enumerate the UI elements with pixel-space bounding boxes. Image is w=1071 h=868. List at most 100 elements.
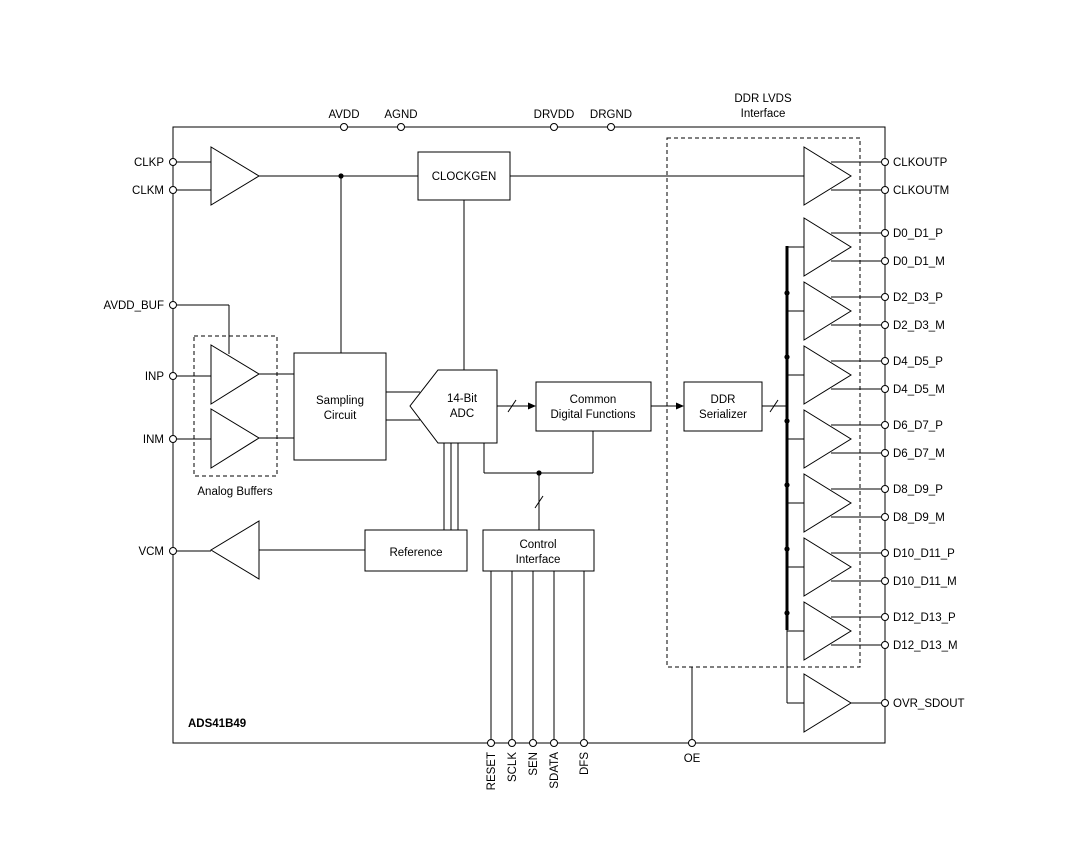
sampling-label-2: Circuit	[324, 410, 357, 422]
pin-label-oe: OE	[684, 753, 701, 765]
chip-outline	[172, 126, 886, 744]
pin-label-right: D4_D5_M	[893, 384, 945, 396]
pin-right	[881, 321, 889, 329]
pin-sclk	[508, 739, 516, 747]
sampling-label-1: Sampling	[316, 395, 364, 407]
control-interface-block	[482, 529, 595, 572]
pin-right	[881, 293, 889, 301]
vcm-buffer	[210, 520, 260, 580]
pin-right	[881, 229, 889, 237]
pin-sdata	[550, 739, 558, 747]
pin-clkp	[169, 158, 177, 166]
arrow-head	[528, 402, 536, 410]
pin-right	[881, 257, 889, 265]
pin-oe	[688, 739, 696, 747]
pin-label-sen: SEN	[528, 752, 540, 776]
reference-block	[364, 529, 468, 572]
pin-label-sclk: SCLK	[507, 752, 519, 782]
pin-label-drvdd: DRVDD	[534, 109, 575, 121]
pin-label-right: D8_D9_M	[893, 512, 945, 524]
bottom-pins: RESET SCLK SEN SDATA DFS OE	[486, 739, 701, 790]
lvds-label-1: DDR LVDS	[734, 93, 792, 105]
pin-vcm	[169, 547, 177, 555]
lvds-output-buffer	[803, 281, 852, 341]
pin-dfs	[580, 739, 588, 747]
common-digital-block	[535, 381, 652, 432]
pin-label-agnd: AGND	[384, 109, 417, 121]
common-label-2: Digital Functions	[550, 409, 635, 421]
pin-right	[881, 449, 889, 457]
pin-right	[881, 357, 889, 365]
pin-right	[881, 641, 889, 649]
pin-label-right: OVR_SDOUT	[893, 698, 965, 710]
lvds-label-2: Interface	[741, 108, 786, 120]
pin-right	[881, 385, 889, 393]
pin-label-vcm: VCM	[138, 546, 164, 558]
lvds-region	[666, 137, 861, 668]
pin-label-right: D8_D9_P	[893, 484, 943, 496]
ovr-output-buffer	[803, 673, 852, 733]
input-buffer-inp	[210, 344, 260, 405]
pin-label-inm: INM	[143, 434, 164, 446]
adc-block	[409, 369, 498, 444]
pin-label-right: D4_D5_P	[893, 356, 943, 368]
pin-right	[881, 513, 889, 521]
pin-label-right: CLKOUTP	[893, 157, 948, 169]
adc-label-2: ADC	[450, 408, 474, 420]
pin-label-dfs: DFS	[579, 752, 591, 775]
common-label-1: Common	[570, 394, 617, 406]
reference-label: Reference	[389, 547, 442, 559]
pin-right	[881, 421, 889, 429]
ddr-label-1: DDR	[711, 394, 736, 406]
ddr-serializer-block	[683, 381, 763, 432]
clock-input-buffer	[210, 146, 260, 206]
pin-right	[881, 699, 889, 707]
pin-label-right: D2_D3_P	[893, 292, 943, 304]
chip-name: ADS41B49	[188, 718, 246, 730]
control-label-1: Control	[519, 539, 556, 551]
pin-label-avdd-buf: AVDD_BUF	[104, 300, 165, 312]
sampling-circuit-block	[293, 352, 387, 461]
adc-label-1: 14-Bit	[447, 393, 478, 405]
analog-buffers-region	[193, 335, 278, 477]
pin-label-clkp: CLKP	[134, 157, 164, 169]
pin-label-inp: INP	[145, 371, 165, 383]
lvds-output-buffers	[784, 217, 881, 733]
pin-drgnd	[607, 123, 615, 131]
pin-right	[881, 485, 889, 493]
pin-clkm	[169, 186, 177, 194]
lvds-output-buffer	[803, 345, 852, 405]
pin-label-right: D12_D13_M	[893, 640, 958, 652]
pin-drvdd	[550, 123, 558, 131]
clockgen-block	[417, 151, 511, 201]
pin-label-right: D0_D1_M	[893, 256, 945, 268]
pin-avdd	[340, 123, 348, 131]
ddr-label-2: Serializer	[699, 409, 747, 421]
pin-inp	[169, 372, 177, 380]
junction-dot	[784, 482, 790, 488]
control-label-2: Interface	[516, 554, 561, 566]
pin-label-right: D6_D7_P	[893, 420, 943, 432]
clkout-buffer	[803, 146, 852, 206]
right-pins: CLKOUTP CLKOUTM D0_D1_P D0_D1_M D2_D3_P D2_D3…	[881, 157, 965, 710]
junction-dot	[784, 418, 790, 424]
lvds-output-buffer	[803, 601, 852, 661]
pin-right	[881, 158, 889, 166]
pin-avdd-buf	[169, 301, 177, 309]
junction-dot	[784, 290, 790, 296]
input-buffer-inm	[210, 408, 260, 469]
pin-label-right: D6_D7_M	[893, 448, 945, 460]
junction-dot	[784, 546, 790, 552]
pin-right	[881, 577, 889, 585]
lvds-output-buffer	[803, 409, 852, 469]
pin-reset	[487, 739, 495, 747]
lvds-output-buffer	[803, 473, 852, 533]
pin-inm	[169, 435, 177, 443]
arrow-head	[676, 402, 684, 410]
pin-label-right: CLKOUTM	[893, 185, 949, 197]
pin-label-sdata: SDATA	[549, 752, 561, 789]
lvds-output-buffer	[803, 537, 852, 597]
pin-label-right: D2_D3_M	[893, 320, 945, 332]
pin-label-right: D0_D1_P	[893, 228, 943, 240]
pin-label-clkm: CLKM	[132, 185, 164, 197]
